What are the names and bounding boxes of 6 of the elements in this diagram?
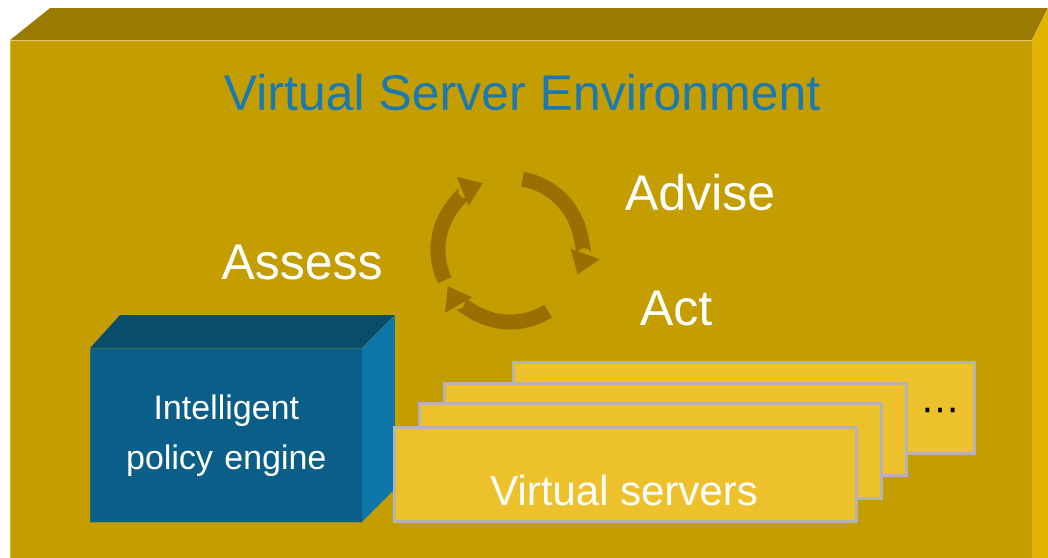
ellipsis: … [925, 407, 955, 413]
cycle-label: Act [640, 290, 712, 326]
cycle-label: Assess [221, 244, 381, 280]
cube: Intelligent policy engine [90, 315, 395, 523]
server-card: Virtual servers [393, 426, 858, 523]
cycle-label: Advise [625, 173, 773, 211]
